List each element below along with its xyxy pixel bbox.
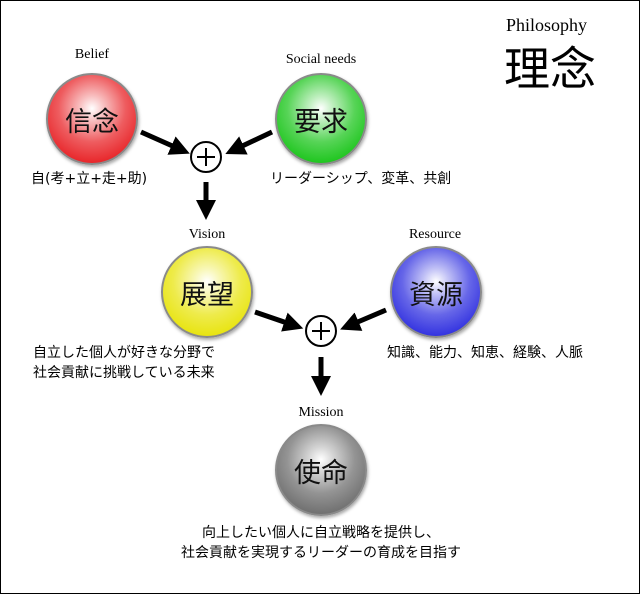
circled-plus-icon (190, 141, 222, 173)
mission-label: Mission (298, 405, 344, 420)
resource-description: 知識、能力、知恵、経験、人脈 (387, 345, 583, 361)
mission-description-line: 向上したい個人に自立戦略を提供し、 (202, 525, 440, 541)
belief-text: 信念 (65, 106, 119, 138)
circled-plus-icon (305, 315, 337, 347)
title-english: Philosophy (506, 15, 588, 35)
arrow-icon (254, 309, 304, 332)
arrow-icon (139, 129, 190, 155)
arrow-icon (340, 307, 387, 331)
social-needs-node: 要求 (275, 73, 367, 165)
belief-node: 信念 (46, 73, 138, 165)
resource-text: 資源 (409, 279, 463, 311)
belief-description: 自(考+立+走+助) (31, 171, 148, 187)
mission-description: 向上したい個人に自立戦略を提供し、 社会貢献を実現するリーダーの育成を目指す (121, 523, 521, 563)
vision-description-line: 社会貢献に挑戦している未来 (33, 365, 215, 381)
arrow-icon (225, 129, 274, 155)
vision-label: Vision (188, 227, 226, 242)
vision-description-line: 自立した個人が好きな分野で (33, 345, 215, 361)
vision-text: 展望 (180, 279, 234, 311)
social-needs-description: リーダーシップ、変革、共創 (270, 171, 452, 187)
vision-node: 展望 (161, 246, 253, 338)
mission-node: 使命 (275, 424, 367, 516)
social-needs-label: Social needs (285, 52, 357, 67)
vision-description: 自立した個人が好きな分野で 社会貢献に挑戦している未来 (33, 343, 215, 383)
resource-label: Resource (408, 227, 462, 242)
social-needs-text: 要求 (294, 106, 348, 138)
belief-label: Belief (74, 47, 110, 62)
title-japanese: 理念 (504, 42, 596, 96)
mission-text: 使命 (294, 457, 348, 489)
mission-description-line: 社会貢献を実現するリーダーの育成を目指す (181, 545, 461, 561)
resource-node: 資源 (390, 246, 482, 338)
